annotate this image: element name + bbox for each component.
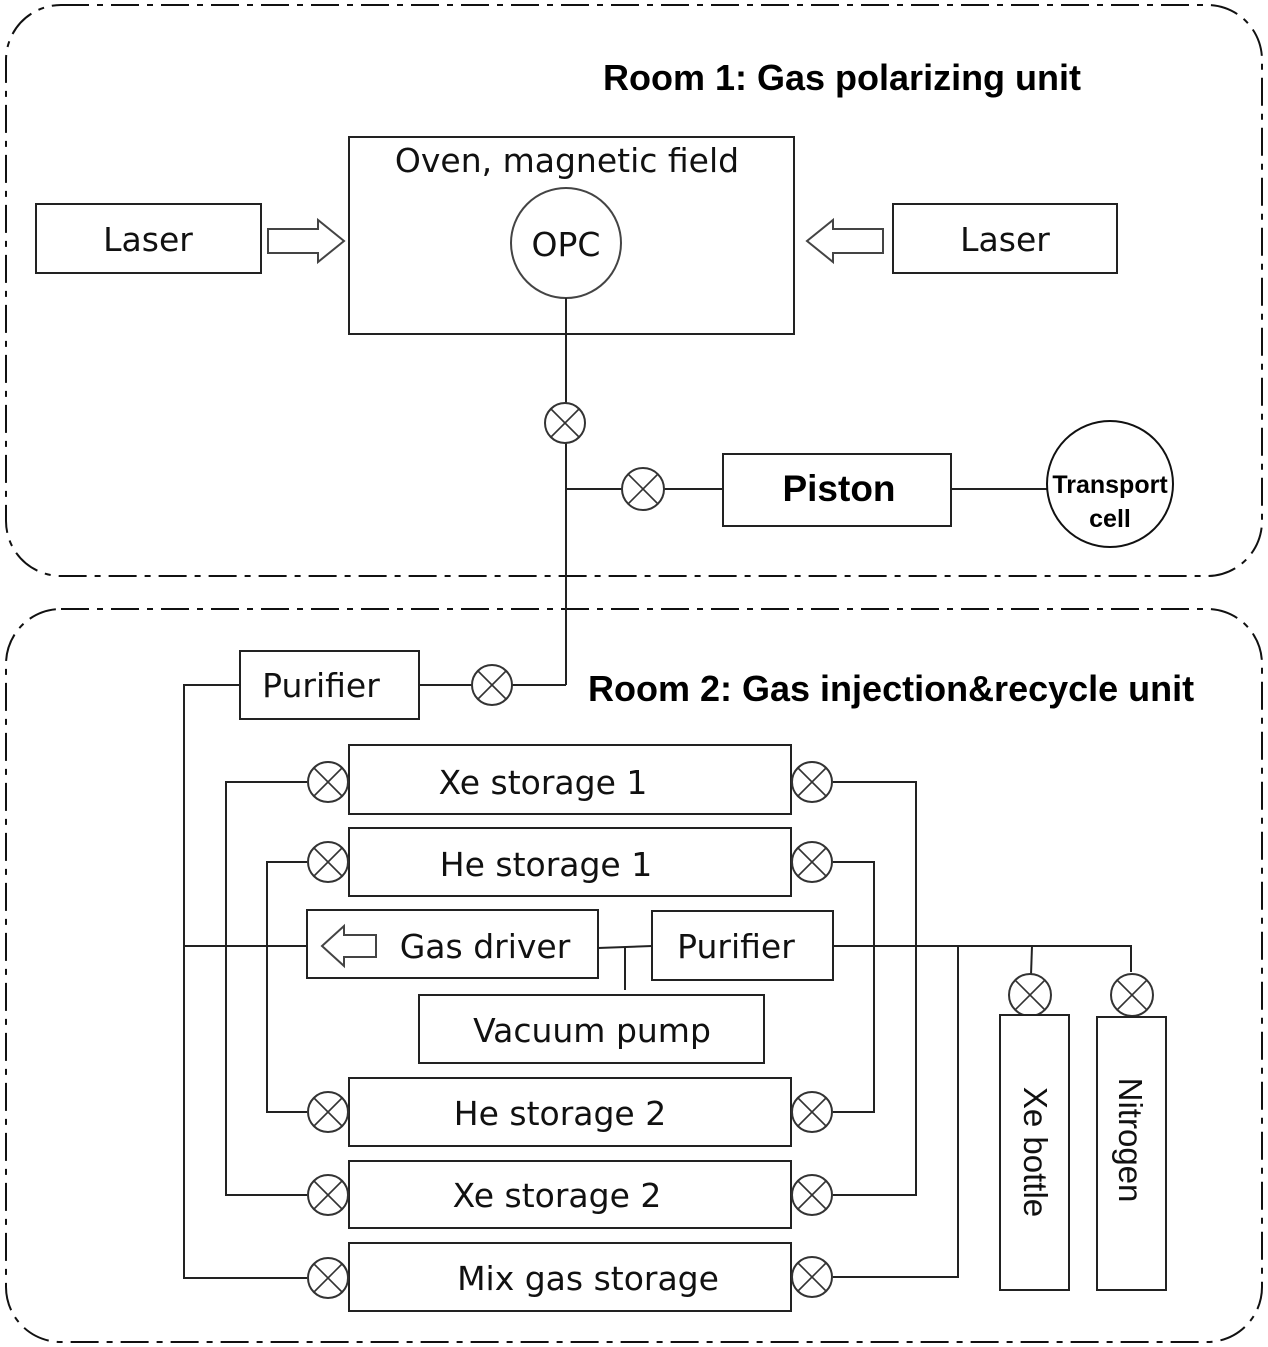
laser-left-label: Laser xyxy=(103,220,193,259)
pipe-purifier-to-nitrogen xyxy=(833,945,1132,972)
valve-icon xyxy=(1008,973,1052,1017)
gas-driver-label: Gas driver xyxy=(400,927,571,966)
xe-bottle-label: Xe bottle xyxy=(1017,1087,1054,1217)
pipe-driver-purifier xyxy=(597,945,653,949)
xe-bottle-box xyxy=(999,1014,1070,1291)
valve-icon xyxy=(307,1091,349,1133)
pipe-to-xe-bottle xyxy=(1030,945,1033,976)
transport-cell-label-line1: Transport xyxy=(1052,471,1168,499)
xe-storage-1-box xyxy=(348,744,792,815)
purifier-mid-box xyxy=(651,910,834,981)
oven-label: Oven, magnetic field xyxy=(395,141,739,180)
valve-icon xyxy=(307,841,349,883)
he-storage-1-box xyxy=(348,827,792,897)
xe-storage-2-label: Xe storage 2 xyxy=(453,1176,662,1215)
vacuum-pump-label: Vacuum pump xyxy=(473,1011,711,1050)
nitrogen-box xyxy=(1096,1016,1167,1291)
laser-right-box xyxy=(892,203,1118,274)
valve-icon xyxy=(791,841,833,883)
pipe-xe-storage-left xyxy=(225,781,307,1196)
valve-icon xyxy=(307,1174,349,1216)
room2-title: Room 2: Gas injection&recycle unit xyxy=(588,668,1194,709)
piston-box xyxy=(722,453,952,527)
opc-label: OPC xyxy=(532,225,601,264)
valve-icon xyxy=(791,1256,833,1298)
xe-storage-2-box xyxy=(348,1160,792,1229)
transport-cell xyxy=(1046,420,1174,548)
room1-title: Room 1: Gas polarizing unit xyxy=(603,57,1081,98)
room2-boundary xyxy=(5,608,1263,1343)
valve-icon xyxy=(791,761,833,803)
valve-icon xyxy=(307,1257,349,1299)
valve-icon xyxy=(471,664,513,706)
room1-boundary xyxy=(5,4,1263,577)
pipe-he-storage-left xyxy=(266,861,307,1113)
mix-gas-storage-label: Mix gas storage xyxy=(457,1259,719,1298)
nitrogen-label: Nitrogen xyxy=(1112,1078,1149,1203)
pipe-purifier-to-mix xyxy=(183,684,307,1279)
he-storage-2-box xyxy=(348,1077,792,1147)
vacuum-pump-box xyxy=(418,994,765,1064)
he-storage-2-label: He storage 2 xyxy=(454,1094,666,1133)
transport-cell-label-line2: cell xyxy=(1089,505,1131,533)
purifier-mid-label: Purifier xyxy=(677,927,795,966)
pipe-to-mix-right xyxy=(833,946,959,1278)
laser-left-box xyxy=(35,203,262,274)
pipe-he-storage-right xyxy=(833,861,875,1113)
valve-icon xyxy=(621,467,665,511)
xe-storage-1-label: Xe storage 1 xyxy=(439,763,648,802)
valve-icon xyxy=(544,402,586,444)
oven-box xyxy=(348,136,795,335)
valve-icon xyxy=(791,1174,833,1216)
purifier-top-label: Purifier xyxy=(262,666,380,705)
piston-label: Piston xyxy=(782,468,895,509)
laser-arrow-left-icon xyxy=(805,217,884,265)
valve-icon xyxy=(1110,973,1154,1017)
purifier-top-box xyxy=(239,650,420,720)
he-storage-1-label: He storage 1 xyxy=(440,845,652,884)
valve-icon xyxy=(791,1091,833,1133)
valve-icon xyxy=(307,761,349,803)
mix-gas-storage-box xyxy=(348,1242,792,1312)
gas-driver-arrow-icon xyxy=(320,923,377,969)
laser-arrow-right-icon xyxy=(267,217,346,265)
laser-right-label: Laser xyxy=(960,220,1050,259)
pipe-xe-storage-right xyxy=(833,781,917,1196)
